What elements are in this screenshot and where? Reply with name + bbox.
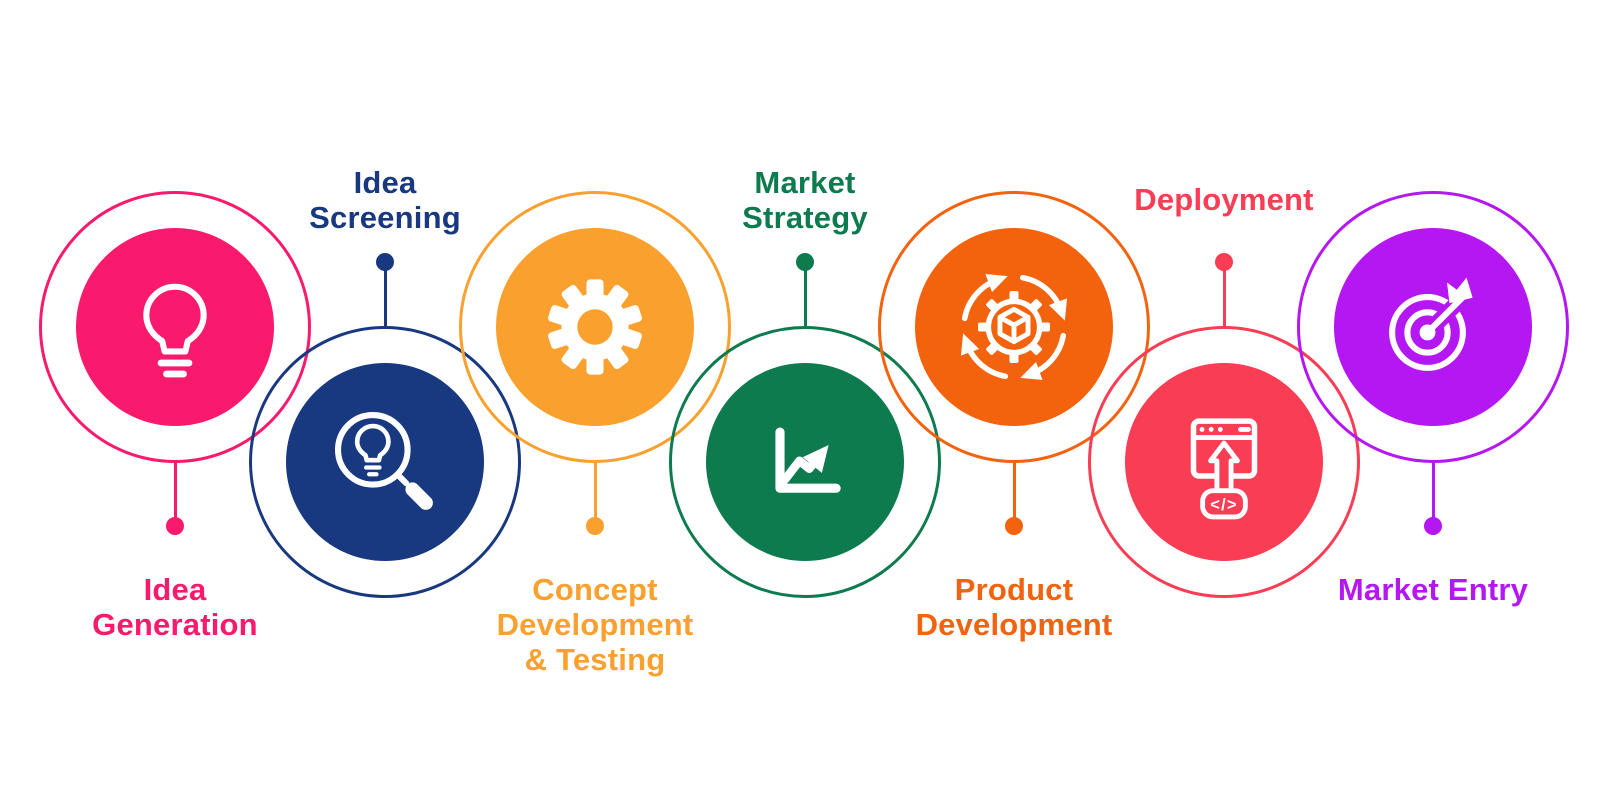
step-label-line: Strategy bbox=[742, 200, 868, 235]
step-ring bbox=[1297, 191, 1569, 463]
step-label-line: Market bbox=[754, 165, 856, 200]
connector-line bbox=[173, 463, 177, 535]
growth-chart-icon bbox=[775, 427, 841, 493]
step-ring bbox=[249, 326, 521, 598]
step-label: Idea Screening bbox=[205, 165, 565, 235]
connector-line bbox=[1222, 262, 1226, 326]
step-disc bbox=[1334, 228, 1532, 426]
step-label-line: Product bbox=[954, 572, 1074, 607]
connector-line bbox=[593, 463, 597, 535]
target-dart-icon bbox=[1389, 277, 1477, 371]
step-disc: </> bbox=[1125, 363, 1323, 561]
step-disc bbox=[286, 363, 484, 561]
step-label-line: Generation bbox=[92, 607, 258, 642]
step-label: Market Strategy bbox=[625, 165, 985, 235]
connector-dot bbox=[1005, 517, 1023, 535]
step-label-line: Idea bbox=[353, 165, 417, 200]
connector-dot bbox=[166, 517, 184, 535]
magnifier-lightbulb-icon bbox=[334, 411, 433, 510]
step-market-strategy: Market Strategy bbox=[669, 165, 941, 598]
step-product-development: Product Development bbox=[878, 191, 1150, 642]
step-label-line: Idea bbox=[143, 572, 207, 607]
step-disc bbox=[706, 363, 904, 561]
step-ring: </> bbox=[1088, 326, 1360, 598]
step-ring bbox=[39, 191, 311, 463]
deploy-upload-code-icon: </> bbox=[1190, 418, 1258, 520]
step-label: Concept Development & Testing bbox=[415, 572, 775, 677]
step-label: Idea Generation bbox=[0, 572, 355, 642]
connector-dot bbox=[376, 253, 394, 271]
connector-line bbox=[383, 262, 387, 326]
connector-line bbox=[803, 262, 807, 326]
step-ring bbox=[459, 191, 731, 463]
step-label-line: Concept bbox=[532, 572, 658, 607]
step-label: Deployment bbox=[1044, 182, 1404, 217]
step-disc bbox=[915, 228, 1113, 426]
step-idea-generation: Idea Generation bbox=[39, 191, 311, 642]
lightbulb-icon bbox=[143, 283, 207, 378]
step-label-line: & Testing bbox=[524, 642, 666, 677]
step-disc bbox=[76, 228, 274, 426]
step-ring bbox=[878, 191, 1150, 463]
product-cycle-icon bbox=[960, 273, 1068, 381]
step-market-entry: Market Entry bbox=[1297, 191, 1569, 607]
step-idea-screening: Idea Screening bbox=[249, 165, 521, 598]
step-label-line: Development bbox=[915, 607, 1113, 642]
step-label-line: Development bbox=[496, 607, 694, 642]
step-label-line: Deployment bbox=[1134, 182, 1314, 217]
connector-dot bbox=[1215, 253, 1233, 271]
step-label-line: Screening bbox=[309, 200, 461, 235]
connector-dot bbox=[1424, 517, 1442, 535]
connector-dot bbox=[796, 253, 814, 271]
step-disc bbox=[496, 228, 694, 426]
step-label: Market Entry bbox=[1253, 572, 1600, 607]
connector-line bbox=[1431, 463, 1435, 535]
step-ring bbox=[669, 326, 941, 598]
step-label-line: Market Entry bbox=[1337, 572, 1529, 607]
connector-dot bbox=[586, 517, 604, 535]
step-concept-development-testing: Concept Development & Testing bbox=[459, 191, 731, 677]
connector-line bbox=[1012, 463, 1016, 535]
step-deployment: </> Deployment bbox=[1088, 182, 1360, 598]
code-tag-glyph: </> bbox=[1210, 496, 1237, 514]
step-label: Product Development bbox=[834, 572, 1194, 642]
gear-icon bbox=[548, 279, 642, 375]
